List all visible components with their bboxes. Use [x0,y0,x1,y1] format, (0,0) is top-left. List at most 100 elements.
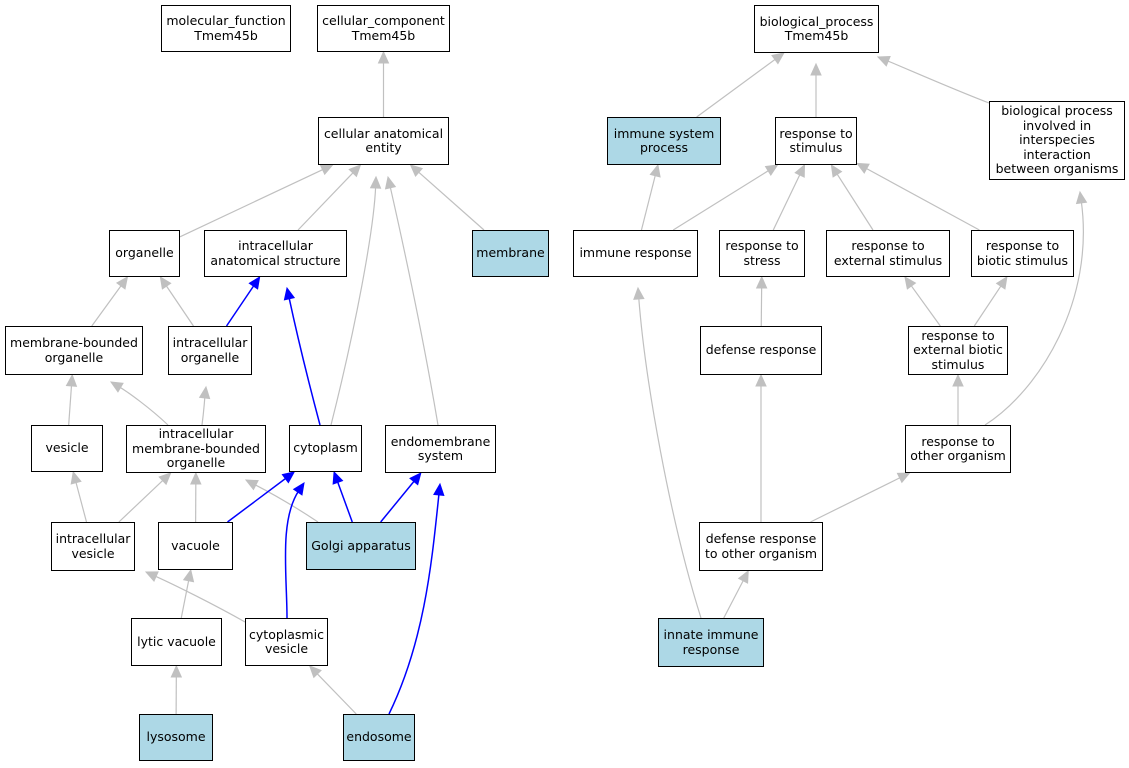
edge-golgi_apparatus-to-cytoplasm-arrowhead [332,470,344,485]
edge-lytic_vacuole-to-vacuole [180,580,190,619]
edge-response_to_other_organism-to-response_to_external_biotic_stimulus-arrowhead [952,373,964,387]
node-molecular-function[interactable]: molecular_function Tmem45b [161,5,291,52]
edge-response_to_external_stimulus-to-response_to_stimulus-arrowhead [830,163,843,178]
node-lysosome[interactable]: lysosome [139,714,213,761]
node-lytic-vacuole[interactable]: lytic vacuole [131,618,222,666]
node-response-to-stress[interactable]: response to stress [719,230,805,277]
node-response-to-other-organism[interactable]: response to other organism [905,425,1011,473]
node-label: lysosome [146,729,206,745]
edge-response_to_external_biotic_stimulus-to-response_to_external_stimulus-arrowhead [904,276,917,290]
edge-vacuole-to-intracellular_membrane_bounded_organelle-arrowhead [190,471,202,485]
edge-cytoplasm-to-intracellular_anatomical_structure [288,296,321,426]
node-label: response to biotic stimulus [976,238,1069,268]
node-label: immune system process [613,125,715,155]
edge-response_to_external_biotic_stimulus-to-response_to_biotic_stimulus [973,285,1002,327]
edge-endomembrane_system-to-cellular_anatomical_entity-arrowhead [384,175,397,190]
node-intracellular-membrane-bounded-organelle[interactable]: intracellular membrane-bounded organelle [126,425,266,473]
node-defense-response[interactable]: defense response [700,326,822,375]
node-label: intracellular anatomical structure [210,238,341,268]
edge-defense_response_to_other_organism-to-defense_response-arrowhead [755,373,767,387]
edge-intracellular_membrane_bounded_organelle-to-membrane_bounded_organelle [118,386,169,426]
edge-lytic_vacuole-to-vacuole-arrowhead [182,568,195,583]
node-label: innate immune response [663,627,759,657]
node-endosome[interactable]: endosome [343,714,415,761]
node-membrane[interactable]: membrane [472,230,549,277]
node-label: defense response to other organism [704,531,818,561]
edge-response_to_biotic_stimulus-to-response_to_stimulus-arrowhead [855,162,870,174]
node-label: intracellular organelle [172,335,248,365]
edge-immune_response-to-immune_system_process-arrowhead [649,163,661,178]
edge-cellular_anatomical_entity-to-cellular_component-arrowhead [377,50,390,64]
node-response-to-external-biotic-stimulus[interactable]: response to external biotic stimulus [908,326,1008,375]
node-golgi-apparatus[interactable]: Golgi apparatus [306,522,416,570]
node-label: intracellular vesicle [55,531,131,561]
edge-endomembrane_system-to-cellular_anatomical_entity [389,185,439,426]
edge-intracellular_vesicle-to-intracellular_membrane_bounded_organelle-arrowhead [158,472,172,486]
node-label: immune response [579,245,692,261]
edge-innate_immune_response-to-immune_response [638,296,702,619]
node-label: defense response [705,342,817,358]
edge-golgi_apparatus-to-intracellular_membrane_bounded_organelle [253,483,319,523]
edge-endosome-to-endomembrane_system [388,492,440,715]
edge-intracellular_vesicle-to-vesicle-arrowhead [70,470,82,485]
edge-golgi_apparatus-to-endomembrane_system-arrowhead [409,472,422,486]
node-intracellular-vesicle[interactable]: intracellular vesicle [51,522,135,571]
node-label: cellular anatomical entity [323,125,444,155]
edge-response_to_biotic_stimulus-to-response_to_stimulus [866,168,980,231]
edge-immune_response-to-response_to_stimulus-arrowhead [764,164,779,176]
edge-intracellular_organelle-to-intracellular_anatomical_structure [225,285,255,327]
node-label: response to stimulus [779,125,853,155]
edge-cytoplasm-to-intracellular_anatomical_structure-arrowhead [283,286,296,301]
edge-golgi_apparatus-to-cytoplasm [337,482,353,523]
node-label: cytoplasmic vesicle [249,626,324,656]
node-interspecies-interaction[interactable]: biological process involved in interspec… [989,101,1125,180]
node-intracellular-organelle[interactable]: intracellular organelle [168,326,252,375]
edge-membrane-to-cellular_anatomical_entity-arrowhead [409,164,424,177]
node-organelle[interactable]: organelle [109,230,180,277]
edge-membrane-to-cellular_anatomical_entity [418,171,485,231]
edge-immune_response-to-immune_system_process [640,175,656,231]
edge-vesicle-to-membrane_bounded_organelle-arrowhead [65,373,78,387]
edge-cytoplasmic_vesicle-to-cytoplasm-arrowhead [292,481,305,496]
edge-response_to_external_stimulus-to-response_to_stimulus [836,173,874,231]
node-cytoplasm[interactable]: cytoplasm [289,425,362,472]
node-response-to-external-stimulus[interactable]: response to external stimulus [826,230,950,277]
node-vesicle[interactable]: vesicle [31,425,103,472]
node-label: response to other organism [910,433,1006,463]
node-label: molecular_function Tmem45b [166,13,286,43]
node-label: response to stress [725,238,799,268]
node-membrane-bounded-organelle[interactable]: membrane-bounded organelle [5,326,143,375]
edge-vesicle-to-membrane_bounded_organelle [68,385,73,426]
edge-lysosome-to-lytic_vacuole-arrowhead [170,664,183,678]
node-defense-response-to-other-organism[interactable]: defense response to other organism [699,522,823,571]
node-immune-system-process[interactable]: immune system process [607,117,721,165]
node-cellular-component[interactable]: cellular_component Tmem45b [317,5,450,52]
edge-response_to_stress-to-response_to_stimulus-arrowhead [794,163,806,178]
edge-defense_response_to_other_organism-to-response_to_other_organism-arrowhead [896,472,911,484]
edge-response_to_stimulus-to-biological_process-arrowhead [810,62,822,76]
node-cellular-anatomical-entity[interactable]: cellular anatomical entity [318,117,449,165]
node-innate-immune-response[interactable]: innate immune response [658,618,764,667]
edge-intracellular_organelle-to-organelle-arrowhead [159,275,172,290]
node-label: vacuole [171,537,220,553]
node-label: membrane [476,245,545,261]
edge-endosome-to-endomembrane_system-arrowhead [433,482,445,497]
edge-intracellular_vesicle-to-vesicle [75,482,88,523]
node-label: response to external stimulus [833,238,943,268]
edge-cytoplasmic_vesicle-to-intracellular_vesicle [153,575,246,623]
node-label: cytoplasm [293,440,358,456]
edge-defense_response-to-response_to_stress-arrowhead [755,275,768,289]
node-immune-response[interactable]: immune response [573,230,698,277]
node-cytoplasmic-vesicle[interactable]: cytoplasmic vesicle [245,618,328,666]
node-vacuole[interactable]: vacuole [158,522,233,570]
node-label: vesicle [45,440,89,456]
node-label: biological_process Tmem45b [759,13,874,43]
edge-cytoplasmic_vesicle-to-intracellular_vesicle-arrowhead [144,571,159,582]
node-endomembrane-system[interactable]: endomembrane system [385,425,496,473]
node-response-to-stimulus[interactable]: response to stimulus [775,117,857,165]
node-intracellular-anatomical-structure[interactable]: intracellular anatomical structure [204,230,347,277]
node-response-to-biotic-stimulus[interactable]: response to biotic stimulus [971,230,1074,277]
node-biological-process[interactable]: biological_process Tmem45b [754,5,879,53]
edge-intracellular_membrane_bounded_organelle-to-membrane_bounded_organelle-arrowhead [109,381,124,393]
